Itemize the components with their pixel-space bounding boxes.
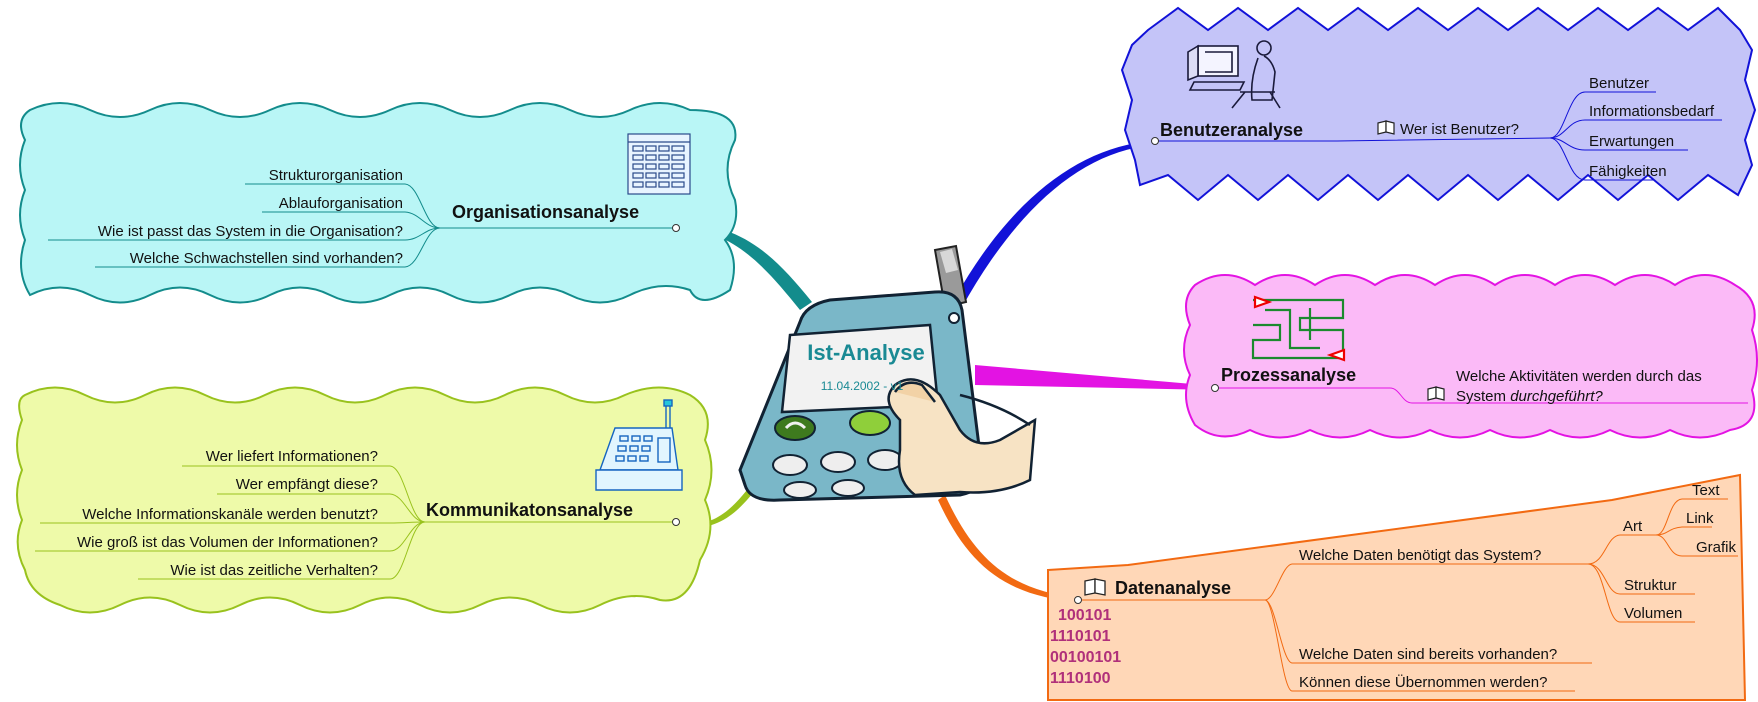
organisation-node[interactable] xyxy=(672,224,680,232)
binary-line: 100101 xyxy=(1058,607,1111,624)
kommunikation-item-lines xyxy=(35,465,676,580)
kommunikation-branch: Kommunikatonsanalyse Wer liefert Informa… xyxy=(16,386,713,614)
prozess-cloud xyxy=(1183,274,1758,439)
daten-title[interactable]: Datenanalyse xyxy=(1115,578,1231,598)
prozess-connector xyxy=(975,365,1215,390)
fax-machine-icon xyxy=(595,399,683,491)
binary-digits: 100101 1110101 00100101 1110100 xyxy=(1050,607,1121,687)
daten-branch: Datenanalyse 100101 1110101 00100101 111… xyxy=(1047,473,1747,701)
kommunikation-cloud xyxy=(16,386,713,614)
kommunikation-item[interactable]: Wie groß ist das Volumen der Information… xyxy=(77,534,378,551)
organisation-item[interactable]: Wie ist passt das System in die Organisa… xyxy=(98,223,403,240)
center-title[interactable]: Ist-Analyse xyxy=(807,340,924,365)
prozess-note-normal: System xyxy=(1456,388,1506,405)
benutzer-branch: Benutzeranalyse Wer ist Benutzer? Benutz… xyxy=(1120,6,1757,202)
center-node[interactable]: Ist-Analyse 11.04.2002 - v1 xyxy=(738,244,1037,502)
maze-icon xyxy=(1251,295,1346,362)
hand-icon xyxy=(887,378,1037,497)
binary-line: 00100101 xyxy=(1050,649,1121,666)
prozess-branch: Prozessanalyse Welche Aktivitäten werden… xyxy=(1183,274,1758,439)
prozess-note-line2[interactable]: System durchgeführt? xyxy=(1456,388,1603,405)
book-icon xyxy=(1377,120,1395,135)
kommunikation-item[interactable]: Wer empfängt diese? xyxy=(236,476,378,493)
benutzer-item[interactable]: Fähigkeiten xyxy=(1589,163,1667,180)
organisation-connector xyxy=(678,222,812,310)
organisation-item[interactable]: Ablauforganisation xyxy=(279,195,403,212)
daten-connector xyxy=(938,495,1078,602)
benutzer-node[interactable] xyxy=(1151,137,1159,145)
daten-struktur[interactable]: Struktur xyxy=(1624,577,1677,594)
prozess-title[interactable]: Prozessanalyse xyxy=(1221,365,1356,385)
daten-question[interactable]: Welche Daten benötigt das System? xyxy=(1299,547,1541,564)
kommunikation-node[interactable] xyxy=(672,518,680,526)
book-icon xyxy=(1427,386,1445,401)
benutzer-item[interactable]: Benutzer xyxy=(1589,75,1649,92)
daten-art-item[interactable]: Grafik xyxy=(1696,539,1737,556)
book-icon xyxy=(1084,578,1106,596)
kommunikation-item[interactable]: Wie ist das zeitliche Verhalten? xyxy=(170,562,378,579)
daten-book-left xyxy=(1084,578,1096,596)
daten-art-item[interactable]: Link xyxy=(1686,510,1714,527)
organisation-item[interactable]: Welche Schwachstellen sind vorhanden? xyxy=(130,250,403,267)
benutzer-title[interactable]: Benutzeranalyse xyxy=(1160,120,1303,140)
organisation-title[interactable]: Organisationsanalyse xyxy=(452,202,639,222)
organisation-branch: Organisationsanalyse Strukturorganisatio… xyxy=(19,102,738,304)
daten-item-lines xyxy=(1078,498,1738,692)
daten-question[interactable]: Können diese Übernommen werden? xyxy=(1299,673,1548,691)
daten-art-item[interactable]: Text xyxy=(1692,482,1720,499)
prozess-note-line1[interactable]: Welche Aktivitäten werden durch das xyxy=(1456,368,1702,385)
benutzer-question[interactable]: Wer ist Benutzer? xyxy=(1400,121,1519,138)
computer-user-icon xyxy=(1187,40,1281,109)
benutzer-item[interactable]: Informationsbedarf xyxy=(1589,103,1715,120)
binary-line: 1110100 xyxy=(1050,670,1111,687)
daten-shape xyxy=(1047,473,1747,701)
kommunikation-title[interactable]: Kommunikatonsanalyse xyxy=(426,500,633,520)
daten-art[interactable]: Art xyxy=(1623,518,1643,535)
organisation-item[interactable]: Strukturorganisation xyxy=(269,167,403,184)
benutzer-connector xyxy=(955,141,1155,302)
kommunikation-item[interactable]: Welche Informationskanäle werden benutzt… xyxy=(82,506,378,523)
daten-volumen[interactable]: Volumen xyxy=(1624,605,1682,622)
daten-question[interactable]: Welche Daten sind bereits vorhanden? xyxy=(1299,646,1557,663)
daten-node[interactable] xyxy=(1074,596,1082,604)
kommunikation-item[interactable]: Wer liefert Informationen? xyxy=(206,448,378,465)
prozess-node[interactable] xyxy=(1211,384,1219,392)
prozess-item-lines xyxy=(1215,387,1748,404)
building-icon xyxy=(627,133,691,195)
organisation-item-lines xyxy=(48,183,676,268)
benutzer-shape xyxy=(1120,6,1757,202)
center-subtitle: 11.04.2002 - v1 xyxy=(821,379,904,393)
benutzer-item[interactable]: Erwartungen xyxy=(1589,133,1674,150)
organisation-cloud xyxy=(19,102,738,304)
prozess-note-italic: durchgeführt? xyxy=(1510,388,1603,405)
daten-book-right xyxy=(1094,578,1106,596)
binary-line: 1110101 xyxy=(1050,628,1111,645)
benutzer-item-lines xyxy=(1155,91,1722,181)
